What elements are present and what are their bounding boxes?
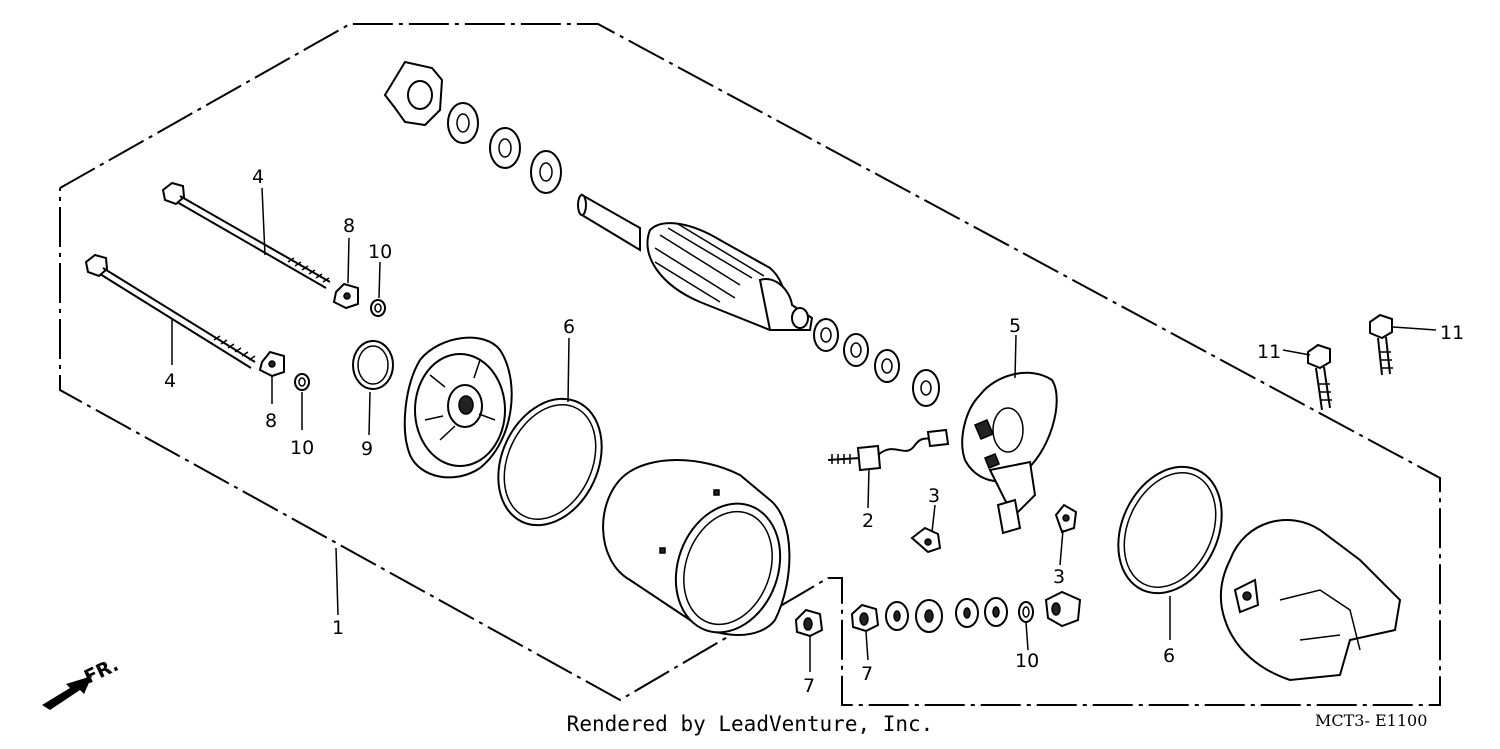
brush-spring-assembly[interactable] — [988, 460, 1037, 535]
o-ring-small-lower[interactable] — [294, 373, 310, 391]
lock-plate[interactable] — [383, 60, 444, 127]
through-bolt-lower[interactable] — [84, 253, 256, 369]
insulator-washer-3[interactable] — [955, 598, 979, 628]
callout-8-lower: 8 — [265, 410, 277, 432]
callout-8-upper: 8 — [343, 215, 355, 237]
lock-washer-upper[interactable] — [332, 282, 359, 310]
through-bolt-upper[interactable] — [161, 181, 331, 289]
washer-6[interactable] — [874, 349, 900, 383]
lock-washer-lower[interactable] — [258, 350, 285, 378]
callout-10-upper: 10 — [368, 241, 392, 263]
insulator-washer-4[interactable] — [984, 597, 1008, 627]
callout-9: 9 — [361, 438, 373, 460]
diagram-code: MCT3- E1100 — [1315, 711, 1428, 730]
terminal-bolt-with-lead[interactable] — [827, 428, 950, 472]
thrust-washer-2[interactable] — [489, 127, 521, 169]
callout-6-right: 6 — [1163, 645, 1175, 667]
yoke-housing[interactable] — [602, 459, 797, 647]
callout-11-left: 11 — [1257, 341, 1281, 363]
armature[interactable] — [577, 193, 814, 332]
mounting-bolt-11-left[interactable] — [1307, 343, 1332, 411]
callout-1: 1 — [332, 617, 344, 639]
rear-cover[interactable] — [1219, 519, 1402, 682]
render-credit: Rendered by LeadVenture, Inc. — [566, 712, 934, 736]
direction-label: FR. — [81, 654, 122, 689]
brush-3-right[interactable] — [1054, 503, 1078, 534]
callout-3-right: 3 — [1053, 566, 1065, 588]
o-ring-10-stack[interactable] — [1018, 601, 1034, 623]
callout-6-left: 6 — [563, 316, 575, 338]
mounting-bolt-11-right[interactable] — [1369, 313, 1393, 376]
callout-4-lower: 4 — [164, 370, 176, 392]
callout-3-left: 3 — [928, 485, 940, 507]
front-cover[interactable] — [403, 336, 513, 479]
washer-4[interactable] — [813, 318, 839, 352]
thrust-washer-1[interactable] — [447, 102, 479, 144]
callout-7-stack: 7 — [861, 663, 873, 685]
o-ring-6-right[interactable] — [1099, 450, 1242, 610]
terminal-insulator[interactable] — [1044, 590, 1082, 628]
brush-holder-plate[interactable] — [961, 371, 1058, 483]
washer-7[interactable] — [912, 369, 940, 407]
brush-3-left[interactable] — [910, 526, 942, 554]
front-direction-arrow-icon: FR. — [42, 654, 122, 710]
leader-lines — [171, 187, 1437, 672]
callout-10-lower: 10 — [290, 437, 314, 459]
callout-7-lone: 7 — [803, 675, 815, 697]
callout-numbers: 1 2 3 3 4 4 5 6 6 7 7 8 8 9 10 10 10 11 … — [164, 166, 1464, 697]
callout-2: 2 — [862, 510, 874, 532]
insulator-washer-2[interactable] — [915, 599, 943, 633]
o-ring-6-left[interactable] — [479, 382, 622, 542]
callout-4-upper: 4 — [252, 166, 264, 188]
nut-7-stack[interactable] — [850, 603, 880, 633]
o-ring-9[interactable] — [352, 340, 394, 390]
insulator-washer-1[interactable] — [885, 601, 909, 631]
o-ring-small-upper[interactable] — [370, 299, 386, 317]
assembly-outline — [59, 23, 1441, 706]
washer-5[interactable] — [843, 333, 869, 367]
callout-5: 5 — [1009, 315, 1021, 337]
callout-11-right: 11 — [1440, 322, 1464, 344]
callout-10-stack: 10 — [1015, 650, 1039, 672]
thrust-washer-3[interactable] — [530, 150, 562, 194]
nut-7-lone[interactable] — [794, 608, 824, 638]
